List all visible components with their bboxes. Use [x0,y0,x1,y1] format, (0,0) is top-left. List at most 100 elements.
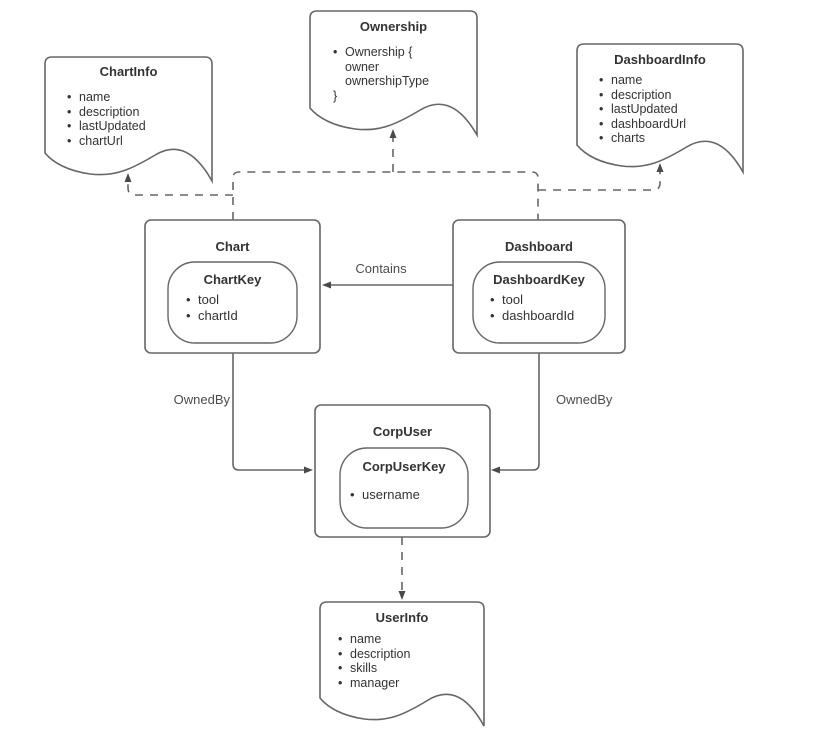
corpuserkey-title: CorpUserKey [362,459,446,474]
list-item: } [333,89,473,104]
list-item: owner [333,60,473,75]
list-item: • lastUpdated [599,102,739,117]
list-item: • manager [338,676,478,691]
list-item-text: username [362,487,420,502]
list-item-text: manager [350,675,400,690]
bullet-glyph: • [67,133,72,148]
chartinfo-aspect-dashed-line [127,182,233,196]
chartinfo-field-list: •name•description•lastUpdated•chartUrl [67,90,207,148]
list-item-text: Ownership { [345,45,413,59]
contains-edge-label: Contains [355,261,407,276]
ownedby-left-edge-label: OwnedBy [173,392,230,407]
list-item-text: description [611,87,672,102]
bullet-glyph: • [338,661,343,676]
bullet-glyph: • [350,487,355,502]
aspect-trunk-dashed-line [232,171,539,220]
list-item-text: ownershipType [345,74,430,89]
list-item-text: charts [611,131,646,146]
chartinfo-arrowhead-icon [124,173,132,182]
list-item: • skills [338,661,478,676]
chartinfo-title: ChartInfo [99,64,158,79]
list-item: • chartUrl [67,134,207,149]
userinfo-field-list: •name•description•skills•manager [338,632,478,690]
ownedby-right-arrowhead-icon [491,466,500,474]
list-item: • description [338,647,478,662]
dashboardinfo-arrowhead-icon [656,163,664,172]
bullet-glyph: • [186,308,191,323]
ownedby-left-edge-line [232,353,305,471]
bullet-glyph: • [338,646,343,661]
chartkey-shape [167,261,298,344]
bullet-glyph: • [599,102,604,117]
chart-entity-title: Chart [215,239,250,254]
list-item-text: description [350,646,411,661]
bullet-glyph: • [338,675,343,690]
bullet-glyph: • [67,90,72,104]
list-item: • description [599,88,739,103]
dashboardkey-shape [472,261,606,344]
bullet-glyph: • [186,292,191,307]
dashboardkey-title: DashboardKey [493,272,585,287]
corpuserkey-field-list: • username [350,487,460,503]
bullet-glyph: • [599,131,604,146]
list-item: • lastUpdated [67,119,207,134]
ownedby-right-edge-line [499,353,540,471]
ownership-title: Ownership [359,19,428,34]
list-item: • dashboardUrl [599,117,739,132]
chartkey-field-list: • tool • chartId [186,292,291,324]
list-item: • name [599,73,739,88]
list-item-text: lastUpdated [611,102,678,117]
userinfo-arrowhead-icon [398,591,406,600]
list-item-text: name [79,90,111,104]
list-item: • tool [490,292,600,308]
bullet-glyph: • [490,308,495,323]
list-item: • dashboardId [490,308,600,324]
list-item: • chartId [186,308,291,324]
dashboardinfo-document-shape [576,43,744,176]
dashboardkey-field-list: • tool • dashboardId [490,292,600,324]
dashboardinfo-aspect-dashed-line [538,172,661,191]
bullet-glyph: • [67,104,72,119]
list-item-text: dashboardUrl [611,116,687,131]
userinfo-document-shape [319,601,485,727]
corpuserkey-shape [339,447,469,529]
dashboardinfo-title: DashboardInfo [614,52,706,67]
list-item: • tool [186,292,291,308]
bullet-glyph: • [490,292,495,307]
list-item-text: name [350,632,382,646]
list-item: ownershipType [333,74,473,89]
list-item-text: tool [502,292,523,307]
list-item-text: skills [350,661,378,676]
chartkey-title: ChartKey [203,272,262,287]
list-item: • username [350,487,460,503]
list-item: •name [338,632,478,647]
dashboardinfo-field-list: • name • description • lastUpdated • dashboardU… [599,73,739,146]
list-item: • name [67,90,207,105]
corpuser-entity-title: CorpUser [372,424,433,439]
bullet-glyph: • [599,116,604,131]
ownedby-right-edge-label: OwnedBy [556,392,613,407]
list-item-text: dashboardId [502,308,575,323]
chartinfo-document-shape [44,56,213,185]
list-item: • charts [599,131,739,146]
list-item-text: chartId [198,308,238,323]
bullet-glyph: • [599,73,604,87]
dashboard-entity-title: Dashboard [505,239,573,254]
list-item-text: name [611,73,643,87]
ownership-document-shape [309,10,478,139]
list-item-text: } [333,88,338,103]
list-item: •Ownership { [333,45,473,60]
list-item-text: tool [198,292,219,307]
list-item-text: chartUrl [79,133,123,148]
contains-arrowhead-icon [322,281,331,289]
ownedby-left-arrowhead-icon [304,466,313,474]
list-item-text: owner [345,59,380,74]
bullet-glyph: • [599,87,604,102]
list-item: •description [67,105,207,120]
list-item-text: lastUpdated [79,119,146,134]
ownership-arrowhead-icon [389,129,397,138]
bullet-glyph: • [67,119,72,134]
